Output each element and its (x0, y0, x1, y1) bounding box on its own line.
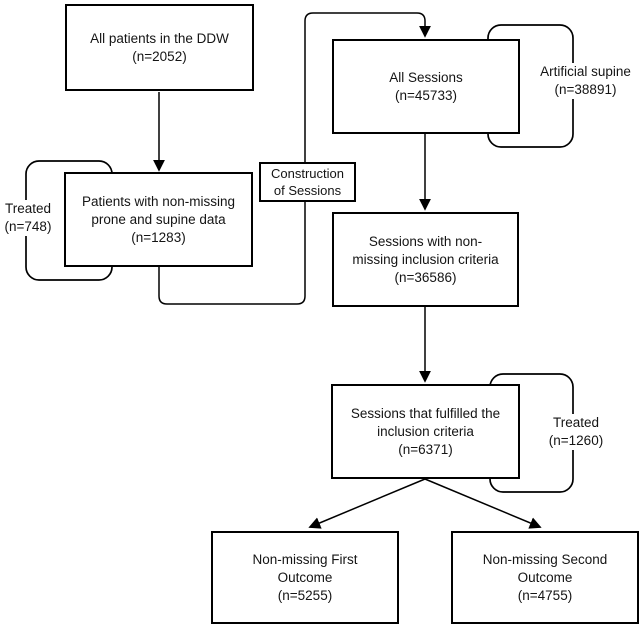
node-all-sessions: All Sessions (n=45733) (332, 39, 520, 134)
node-text-line: missing inclusion criteria (352, 251, 499, 267)
node-patients-nonmissing: Patients with non-missing prone and supi… (64, 172, 253, 267)
node-text-line: Sessions that fulfilled the (350, 405, 501, 421)
node-text-line: (n=5255) (277, 587, 333, 603)
label-text-line: (n=38891) (554, 82, 617, 97)
label-text-line: (n=1260) (548, 433, 604, 448)
node-text-line: Non-missing First (252, 551, 358, 567)
label-treated-left: Treated (n=748) (0, 200, 60, 236)
node-text-line: inclusion criteria (377, 423, 474, 439)
node-sessions-fulfilled: Sessions that fulfilled the inclusion cr… (331, 384, 520, 479)
node-text-line: Non-missing Second (482, 551, 608, 567)
node-text-line: (n=6371) (398, 441, 453, 457)
node-outcome-second: Non-missing Second Outcome (n=4755) (451, 531, 639, 624)
node-outcome-first: Non-missing First Outcome (n=5255) (211, 531, 399, 624)
label-artificial-supine: Artificial supine (n=38891) (529, 63, 640, 99)
node-text-line: (n=45733) (395, 87, 457, 103)
label-text-line: Artificial supine (540, 64, 631, 79)
label-text-line: (n=748) (4, 219, 52, 234)
node-sessions-nonmissing: Sessions with non- missing inclusion cri… (332, 212, 519, 307)
node-all-patients: All patients in the DDW (n=2052) (65, 4, 254, 91)
label-treated-right: Treated (n=1260) (538, 414, 614, 450)
arrow-fulfilled-to-first-outcome (308, 478, 426, 529)
arrow-fulfilled-to-second-outcome (424, 478, 542, 529)
node-text-line: prone and supine data (91, 211, 226, 227)
node-text-line: All Sessions (389, 69, 463, 85)
node-text-line: Construction (271, 166, 344, 181)
node-text-line: Outcome (517, 569, 573, 585)
node-text-line: Sessions with non- (368, 233, 483, 249)
label-text-line: Treated (552, 415, 600, 430)
node-text-line: All patients in the DDW (90, 30, 229, 46)
node-text-line: (n=36586) (394, 269, 457, 285)
arrow-construction-of-sessions-path (158, 12, 431, 305)
node-text-line: Outcome (277, 569, 333, 585)
label-construction-of-sessions: Construction of Sessions (259, 162, 356, 202)
node-text-line: (n=2052) (132, 48, 187, 64)
node-text-line: (n=1283) (131, 229, 186, 245)
node-text-line: Patients with non-missing (81, 193, 236, 209)
node-text-line: (n=4755) (517, 587, 573, 603)
node-text-line: of Sessions (273, 183, 342, 198)
label-text-line: Treated (4, 201, 52, 216)
